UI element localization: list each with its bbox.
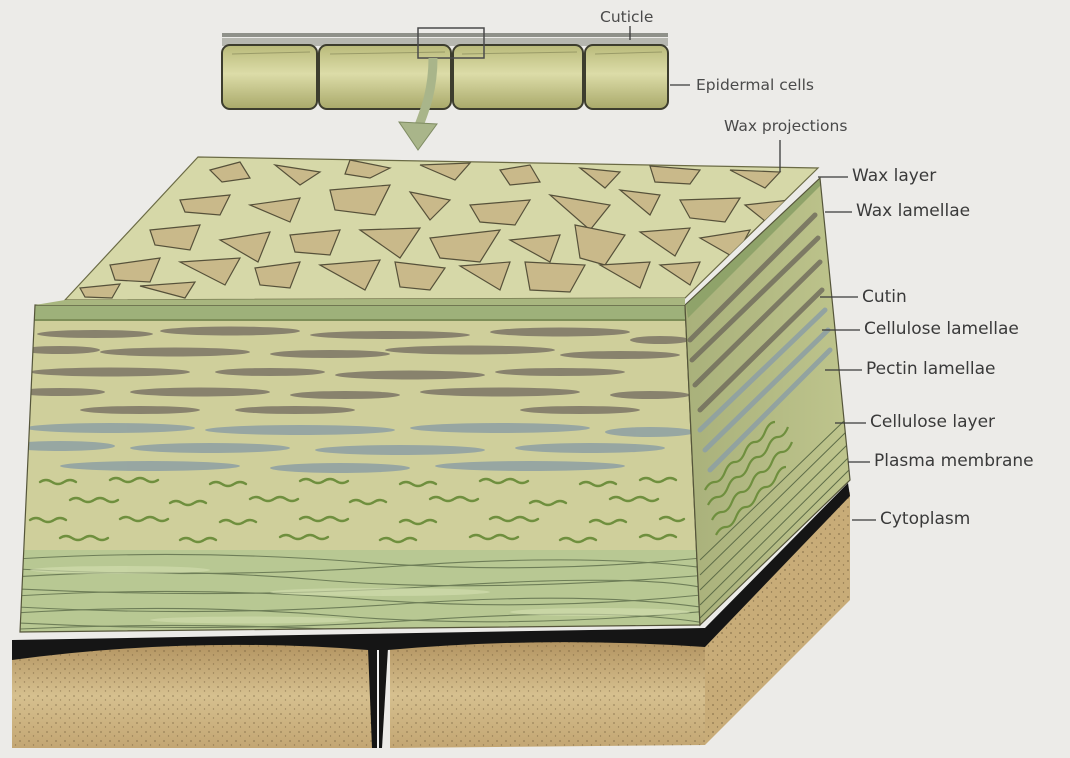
- label-pectin-lamellae: Pectin lamellae: [866, 361, 996, 378]
- label-wax-layer: Wax layer: [852, 168, 936, 185]
- epidermal-cells-strip: [222, 28, 668, 150]
- label-wax-projections: Wax projections: [724, 119, 847, 135]
- label-cytoplasm: Cytoplasm: [880, 511, 970, 528]
- label-plasma-membrane: Plasma membrane: [874, 453, 1034, 470]
- front-face: [0, 300, 720, 640]
- label-cellulose-layer: Cellulose layer: [870, 414, 995, 431]
- label-epidermal-cells: Epidermal cells: [696, 78, 814, 94]
- label-cuticle: Cuticle: [600, 10, 653, 26]
- label-wax-lamellae: Wax lamellae: [856, 203, 970, 220]
- label-cutin: Cutin: [862, 289, 907, 306]
- label-cellulose-lamellae: Cellulose lamellae: [864, 321, 1019, 338]
- wax-surface: [35, 157, 818, 305]
